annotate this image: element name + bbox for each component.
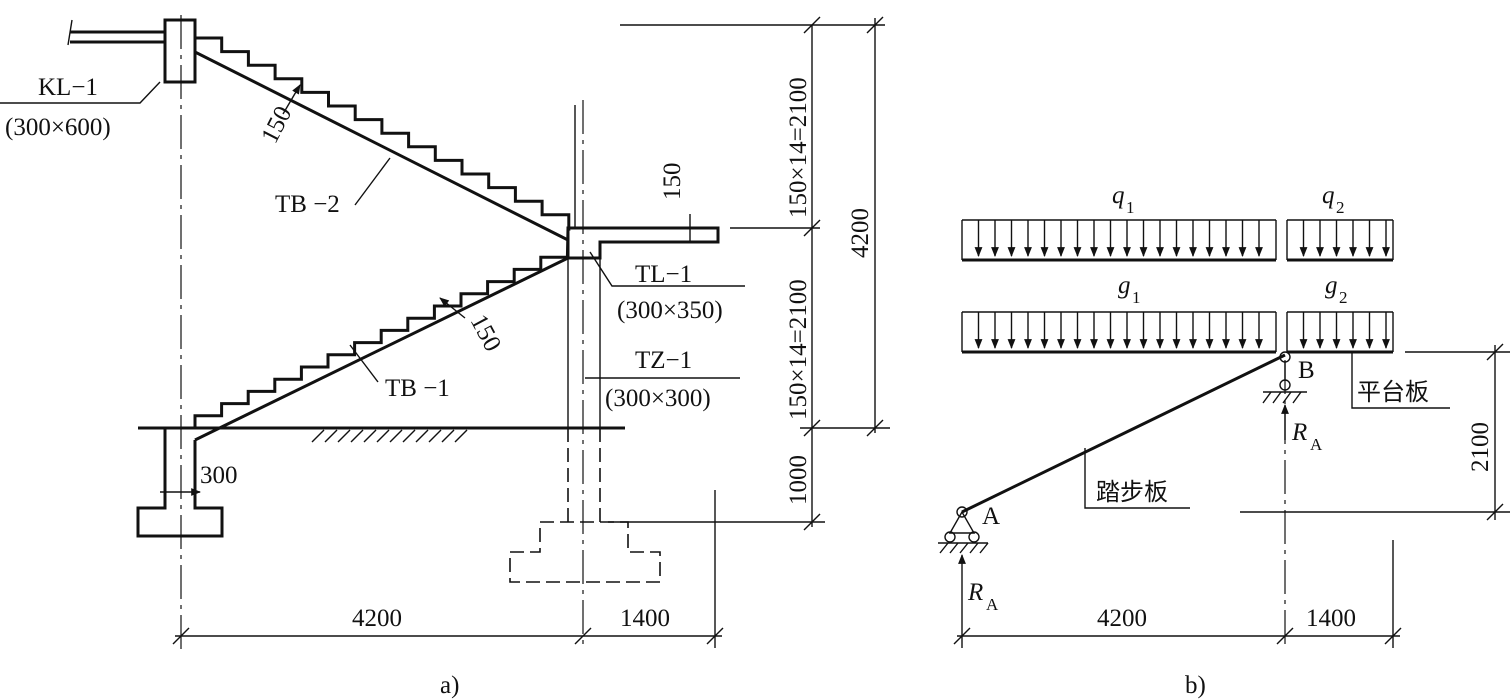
tb2-steps	[195, 36, 571, 231]
figure-b-calc-model: q 1 q 2 g 1 g 2 B A R A R A 平台板 踏步板 2100…	[938, 182, 1510, 699]
load-g1	[961, 311, 1277, 354]
span-dim-chain	[172, 490, 724, 648]
tz1-column	[567, 105, 601, 428]
height-dim-chain	[608, 16, 890, 531]
ground-hatch	[311, 429, 468, 443]
tb1-label: TB −1	[385, 375, 450, 402]
kl1-beam	[67, 18, 197, 84]
stair-slab-label: 踏步板	[1096, 478, 1168, 506]
span-main-a: 4200	[352, 605, 402, 632]
wall-width: 300	[200, 462, 238, 489]
q2-label: q	[1322, 182, 1335, 209]
landing-thickness: 150	[659, 163, 686, 201]
load-q1	[961, 219, 1277, 262]
span-landing-b: 1400	[1306, 605, 1356, 632]
support-a-label: A	[982, 503, 1000, 530]
reaction-a-subscript: A	[986, 595, 999, 614]
tl1-leader	[589, 251, 745, 287]
q2-subscript: 2	[1336, 198, 1345, 217]
tl1-size: (300×350)	[617, 297, 723, 324]
span-main-b: 4200	[1097, 605, 1147, 632]
total-height: 4200	[847, 208, 874, 258]
support-b-label: B	[1298, 357, 1315, 384]
tz1-size: (300×300)	[605, 385, 711, 412]
kl1-size: (300×600)	[5, 114, 111, 141]
landing-slab-label: 平台板	[1357, 378, 1429, 406]
tb2-label: TB −2	[275, 191, 340, 218]
g2-label: g	[1325, 272, 1338, 299]
upper-flight-height: 150×14=2100	[785, 77, 812, 218]
landing-leader	[1351, 352, 1450, 409]
q1-subscript: 1	[1126, 198, 1135, 217]
reaction-b-subscript: A	[1310, 435, 1323, 454]
support-a	[938, 506, 989, 554]
tz1-footing-dashed	[509, 428, 661, 583]
tb2-soffit	[194, 50, 569, 242]
tb1-leader	[349, 344, 379, 383]
tb1-thick-dim	[439, 297, 466, 319]
caption-a: a)	[440, 672, 459, 699]
kl1-name: KL−1	[38, 74, 98, 101]
g1-subscript: 1	[1132, 288, 1141, 307]
caption-b: b)	[1185, 672, 1206, 699]
left-footing	[136, 428, 224, 538]
inclined-beam	[961, 353, 1286, 514]
g1-label: g	[1118, 272, 1131, 299]
reaction-b-label: R	[1291, 419, 1307, 446]
g2-subscript: 2	[1339, 288, 1348, 307]
height-b: 2100	[1467, 422, 1494, 472]
load-q2	[1286, 219, 1394, 262]
span-dim-b	[953, 540, 1402, 648]
support-b	[1262, 351, 1307, 404]
tb1-soffit	[194, 256, 569, 442]
tz1-name: TZ−1	[635, 347, 692, 374]
tb2-thickness: 150	[256, 102, 297, 148]
height-dim-b	[1240, 343, 1510, 521]
reaction-a-label: R	[967, 579, 983, 606]
span-landing-a: 1400	[620, 605, 670, 632]
tb1-thickness: 150	[465, 310, 506, 356]
kl1-leader	[0, 81, 161, 104]
stair-leader	[1084, 448, 1190, 509]
load-g2	[1286, 311, 1394, 354]
q1-label: q	[1112, 182, 1125, 209]
tl1-name: TL−1	[635, 261, 692, 288]
lower-flight-height: 150×14=2100	[785, 279, 812, 420]
foundation-depth: 1000	[785, 455, 812, 505]
tb1-steps	[193, 227, 570, 428]
tb2-thick-dim	[282, 84, 301, 115]
figure-a-section: KL−1 (300×600) 150 TB −2 150 TL−1 (300×3…	[0, 15, 890, 699]
tb2-leader	[354, 157, 391, 206]
